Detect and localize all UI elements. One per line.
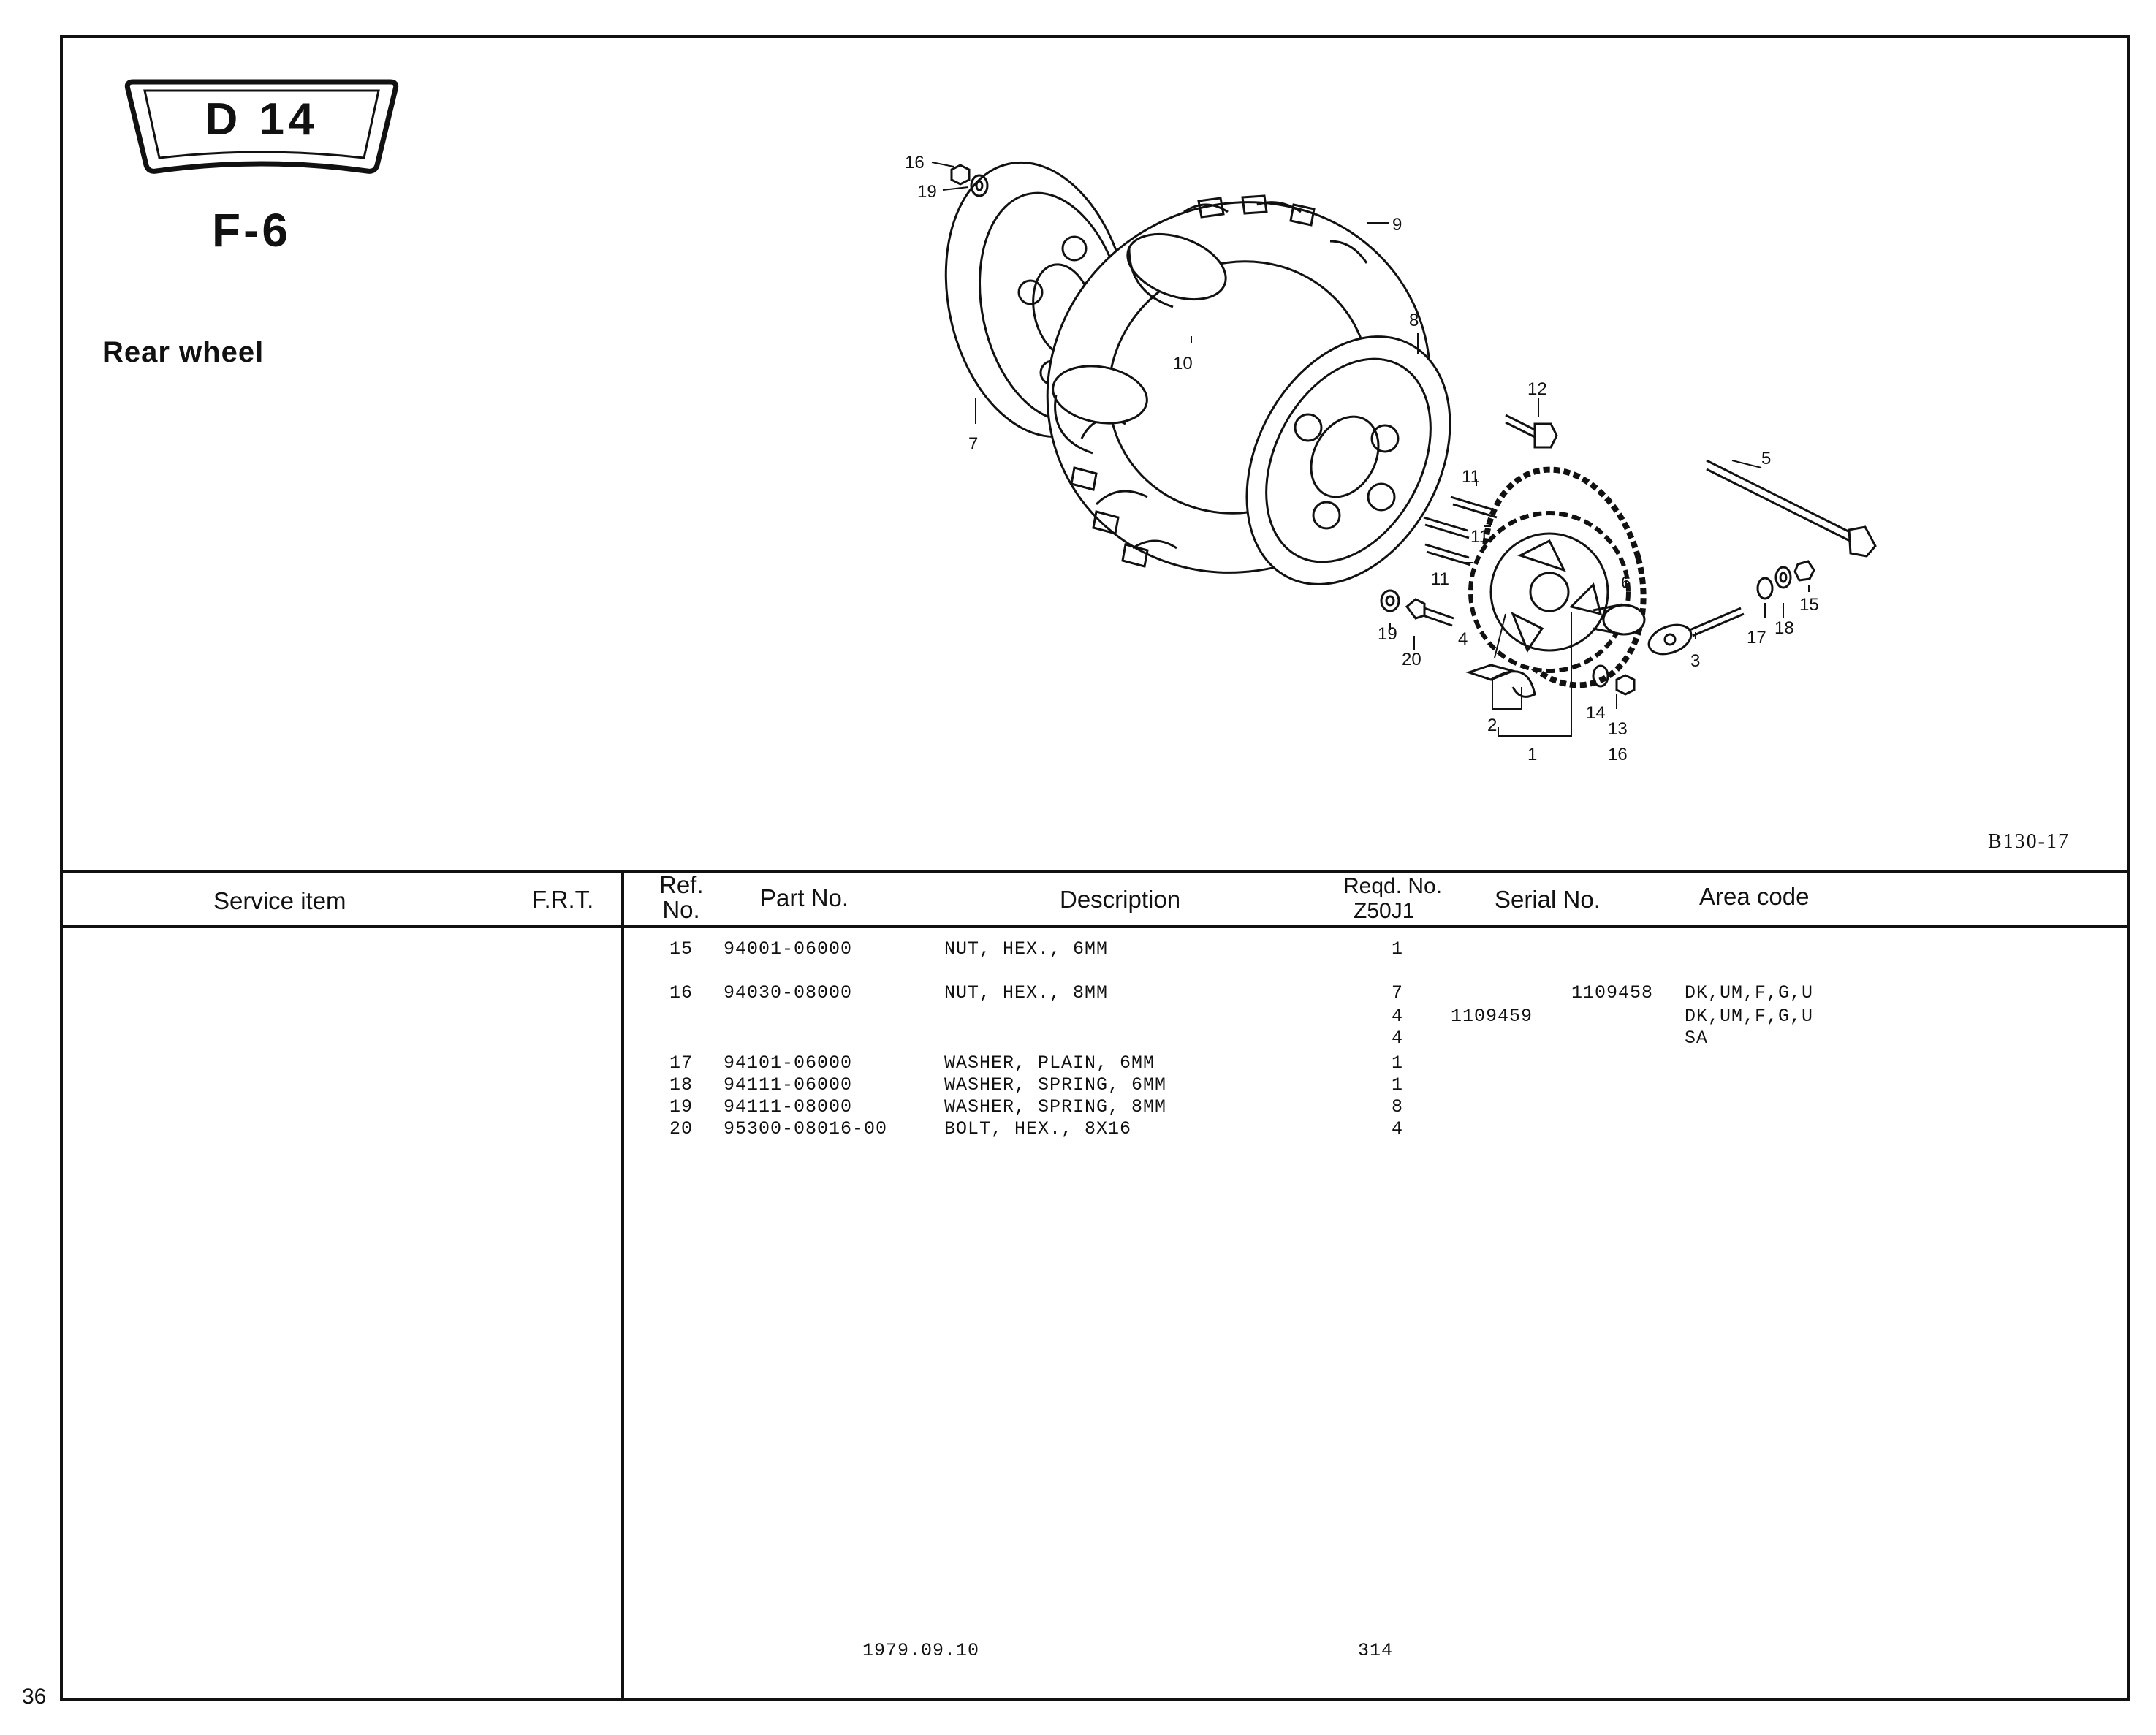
bolt-20-washer-19	[1380, 589, 1454, 627]
cell-part-no: 94030-08000	[724, 982, 853, 1003]
cell-quantity: 4	[1392, 1006, 1404, 1027]
cell-serial-from: 1109459	[1451, 1006, 1533, 1027]
page-number: 36	[22, 1685, 47, 1709]
cell-ref-no: 20	[669, 1118, 694, 1139]
cell-ref-no: 17	[669, 1052, 694, 1074]
chain-adjuster-3	[1647, 607, 1745, 656]
callout-7: 7	[968, 434, 978, 454]
cell-part-no: 94111-08000	[724, 1096, 853, 1117]
cell-quantity: 4	[1392, 1028, 1404, 1049]
cell-quantity: 8	[1392, 1096, 1404, 1117]
header-service-item: Service item	[213, 887, 346, 914]
sprocket-and-chain	[1468, 466, 1647, 688]
cell-area-code: DK,UM,F,G,U	[1685, 1006, 1814, 1027]
header-part-no: Part No.	[760, 884, 849, 911]
cell-ref-no: 18	[669, 1074, 694, 1096]
page-title: Rear wheel	[102, 336, 265, 368]
wheel-studs	[1423, 496, 1498, 566]
callout-11: 11	[1462, 467, 1480, 487]
cell-quantity: 7	[1392, 982, 1404, 1003]
cell-description: BOLT, HEX., 8X16	[944, 1118, 1132, 1139]
callout-5: 5	[1761, 449, 1771, 468]
cell-ref-no: 16	[669, 982, 694, 1003]
callout-12: 12	[1527, 379, 1547, 399]
cell-part-no: 94001-06000	[724, 938, 853, 960]
cell-quantity: 1	[1392, 1052, 1404, 1074]
callout-8: 8	[1409, 311, 1419, 330]
callout-1: 1	[1527, 745, 1537, 764]
callout-20: 20	[1402, 650, 1421, 669]
header-model: Z50J1	[1354, 899, 1415, 923]
section-code: D 14	[205, 94, 319, 145]
axle-nuts-washers	[1756, 560, 1815, 600]
cell-description: NUT, HEX., 6MM	[944, 938, 1109, 960]
callout-15: 15	[1799, 595, 1819, 615]
callout-16: 16	[1608, 745, 1628, 764]
diagram-table-divider	[60, 870, 2130, 873]
table-header-divider	[60, 925, 2130, 928]
callout-10: 10	[1173, 354, 1193, 373]
tube-10	[1052, 232, 1227, 455]
header-ref-no: Ref. No.	[659, 871, 704, 923]
cell-quantity: 1	[1392, 1074, 1404, 1096]
callout-18: 18	[1774, 618, 1794, 638]
callout-17: 17	[1747, 628, 1766, 648]
section-badge: D 14	[123, 76, 401, 178]
callout-4: 4	[1458, 629, 1468, 649]
callout-9: 9	[1392, 215, 1402, 235]
washer-14-nut-13	[1592, 664, 1636, 696]
cell-part-no: 95300-08016-00	[724, 1118, 888, 1139]
table-column-divider	[621, 870, 624, 1701]
header-frt: F.R.T.	[532, 886, 594, 913]
cell-description: WASHER, PLAIN, 6MM	[944, 1052, 1155, 1074]
cell-description: NUT, HEX., 8MM	[944, 982, 1109, 1003]
cell-part-no: 94101-06000	[724, 1052, 853, 1074]
cell-quantity: 1	[1392, 938, 1404, 960]
fig-code: F-6	[212, 204, 291, 257]
cell-area-code: SA	[1685, 1028, 1709, 1049]
leader-lines	[931, 162, 1810, 737]
drawing-code: B130-17	[1988, 830, 2070, 853]
callout-13: 13	[1608, 719, 1628, 739]
callout-16: 16	[905, 153, 925, 172]
cell-area-code: DK,UM,F,G,U	[1685, 982, 1814, 1003]
header-description: Description	[1060, 886, 1181, 913]
cell-ref-no: 19	[669, 1096, 694, 1117]
header-area-code: Area code	[1699, 883, 1810, 910]
footer-code: 314	[1358, 1640, 1394, 1661]
collar-6	[1593, 603, 1646, 636]
callout-14: 14	[1586, 703, 1606, 723]
badge-outline	[124, 79, 399, 174]
cell-description: WASHER, SPRING, 6MM	[944, 1074, 1167, 1096]
chain-joint-2	[1465, 664, 1536, 698]
callout-2: 2	[1487, 715, 1497, 735]
exploded-diagram: 16 19 9 8 10 7 12 5 11 11 11 6 15 18 17 …	[905, 153, 1877, 764]
page-frame	[60, 35, 2130, 1701]
callout-19: 19	[1378, 624, 1397, 644]
callout-19: 19	[917, 182, 937, 202]
footer-date: 1979.09.10	[862, 1640, 980, 1661]
nut-16-washer-19-top	[950, 164, 989, 197]
callout-3: 3	[1690, 651, 1700, 671]
cell-ref-no: 15	[669, 938, 694, 960]
bolt-12	[1505, 414, 1558, 449]
callout-6: 6	[1621, 573, 1631, 593]
wheel-half-right	[1245, 335, 1451, 585]
cell-serial-to: 1109458	[1571, 982, 1654, 1003]
header-reqd-no: Reqd. No.	[1343, 874, 1443, 898]
cell-description: WASHER, SPRING, 8MM	[944, 1096, 1167, 1117]
cell-part-no: 94111-06000	[724, 1074, 853, 1096]
axle-5	[1706, 459, 1877, 558]
header-serial-no: Serial No.	[1495, 886, 1601, 913]
cell-quantity: 4	[1392, 1118, 1404, 1139]
callout-11: 11	[1470, 527, 1489, 547]
callout-11: 11	[1431, 569, 1449, 589]
